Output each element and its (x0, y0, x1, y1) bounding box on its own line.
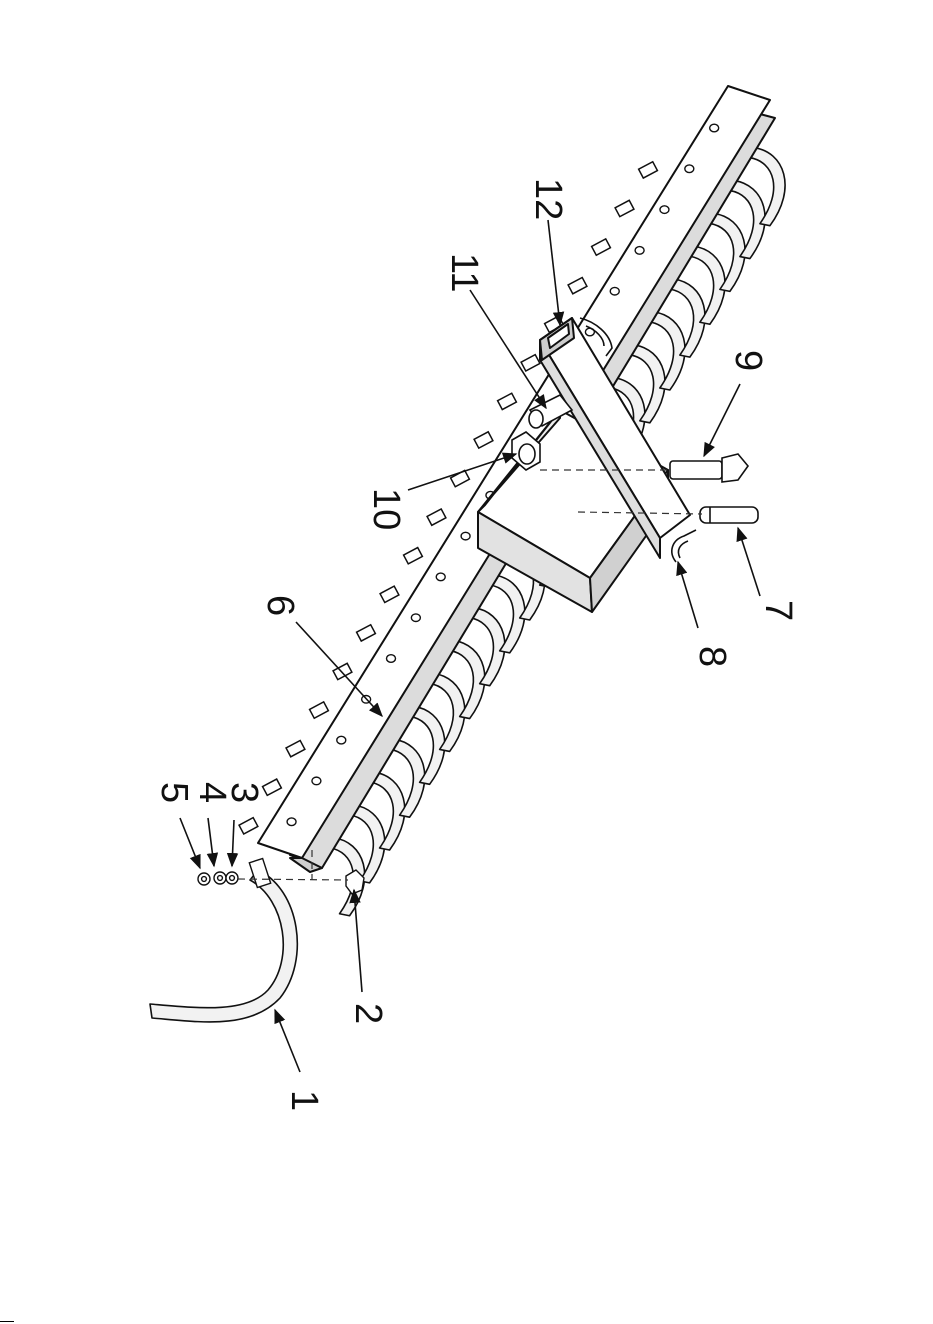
label-part-11: 11 (443, 253, 485, 292)
hole (685, 165, 694, 173)
label-part-1: 1 (283, 1090, 325, 1111)
label-part-9: 9 (727, 350, 769, 371)
tab (357, 625, 376, 641)
tab (615, 200, 634, 216)
hole (312, 777, 321, 785)
front-tine-part-1 (150, 870, 297, 1022)
page-edge-mark (0, 1321, 14, 1322)
label-part-5: 5 (153, 782, 195, 803)
tab (380, 586, 399, 602)
label-part-7: 7 (757, 600, 799, 621)
tab (310, 702, 329, 718)
clip-8 (672, 530, 696, 562)
tab (474, 432, 493, 448)
label-part-6: 6 (259, 595, 301, 616)
hole (411, 614, 420, 622)
hole (710, 124, 719, 132)
tab (568, 277, 587, 293)
hole (660, 206, 669, 214)
tab (427, 509, 446, 525)
label-part-12: 12 (527, 178, 569, 220)
tab (592, 239, 611, 255)
hole (635, 247, 644, 255)
pin-7 (700, 507, 758, 523)
label-part-2: 2 (347, 1003, 389, 1024)
hole (287, 818, 296, 826)
label-part-4: 4 (191, 782, 233, 803)
hole (436, 573, 445, 581)
hole (461, 532, 470, 540)
tab (521, 355, 540, 371)
tab (498, 393, 517, 409)
tab (639, 162, 658, 178)
label-part-10: 10 (365, 488, 407, 530)
label-part-8: 8 (691, 646, 733, 667)
hole (387, 655, 396, 663)
tab (286, 740, 305, 756)
hole (337, 736, 346, 744)
tab (404, 548, 423, 564)
hole (610, 287, 619, 295)
tab (239, 818, 258, 834)
bolt-9 (670, 454, 748, 482)
